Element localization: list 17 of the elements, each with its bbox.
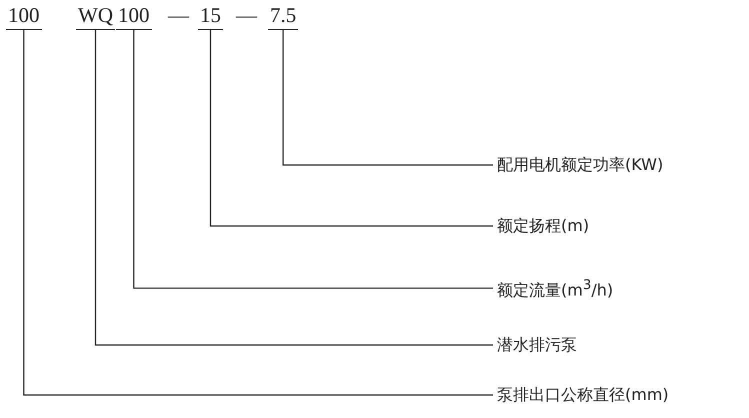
description-text: 潜水排污泵 bbox=[497, 335, 577, 355]
leader-line bbox=[210, 30, 493, 227]
model-code-segment: 100 bbox=[6, 3, 42, 30]
leader-line bbox=[94, 30, 493, 346]
description-text: 泵排出口公称直径(mm) bbox=[497, 385, 669, 405]
model-code-segment: 100 bbox=[116, 3, 152, 30]
description-text: 额定流量(m$^{3}$/h) bbox=[497, 276, 614, 300]
model-code-segment: 15 bbox=[198, 3, 223, 30]
model-code-segment: WQ bbox=[76, 3, 115, 30]
separator-dash: — bbox=[236, 3, 257, 27]
leader-line bbox=[133, 30, 493, 289]
leader-line bbox=[23, 30, 493, 396]
description-text: 额定扬程(m) bbox=[497, 216, 590, 236]
model-code-segment: 7.5 bbox=[268, 3, 298, 30]
leader-line bbox=[282, 30, 493, 166]
separator-dash: — bbox=[168, 3, 189, 27]
description-text: 配用电机额定功率(KW) bbox=[497, 155, 664, 175]
